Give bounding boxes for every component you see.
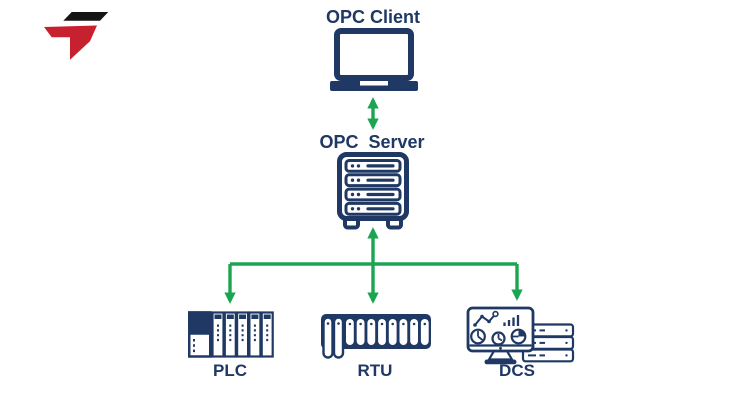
server-stack xyxy=(521,323,575,363)
server-slot xyxy=(344,201,402,216)
scada-monitor-and-servers-icon xyxy=(466,306,575,365)
plc-modules-icon xyxy=(188,311,274,358)
logo-red-t xyxy=(44,25,97,60)
opc-server-label: OPC Server xyxy=(319,132,425,152)
server-slot xyxy=(344,187,402,202)
logo-black-bar xyxy=(63,12,109,21)
rtu-label: RTU xyxy=(357,361,393,380)
plc-module xyxy=(235,311,250,358)
plc-module xyxy=(248,311,262,358)
dcs-label: DCS xyxy=(499,361,535,380)
server-slot xyxy=(344,159,402,173)
plc-module xyxy=(223,311,237,358)
plc-label: PLC xyxy=(213,361,247,380)
opc-client-label: OPC Client xyxy=(325,7,420,27)
company-logo xyxy=(44,12,109,60)
server-rack-icon xyxy=(337,152,409,230)
dashboard-monitor xyxy=(466,306,535,365)
plc-module xyxy=(260,311,274,358)
terminal-block-icon xyxy=(321,314,431,359)
server-slot xyxy=(344,173,402,188)
desktop-monitor-icon xyxy=(330,28,418,91)
plc-module xyxy=(211,311,225,358)
